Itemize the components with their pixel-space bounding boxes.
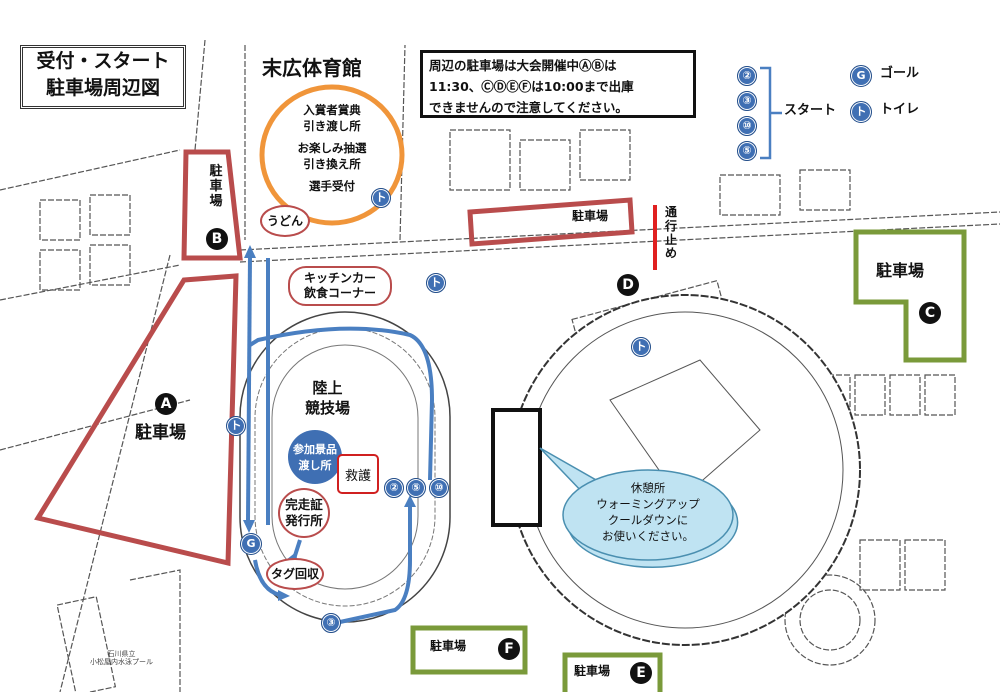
notice-line3: できませんので注意してください。	[429, 100, 628, 115]
rest-area-building	[491, 408, 542, 527]
start-2-marker: ②	[384, 478, 404, 498]
toilet-icon: ト	[371, 188, 391, 208]
service-lottery-2: 引き換え所	[303, 157, 361, 171]
parking-a-marker: A	[155, 393, 177, 415]
pool-line2: 小松屋内水泳プール	[90, 658, 153, 667]
parking-a-label: 駐車場	[135, 423, 186, 443]
parking-d-label: 駐車場	[572, 209, 609, 223]
service-lottery: お楽しみ抽選	[297, 141, 367, 155]
certificate-line2: 発行所	[285, 513, 323, 528]
service-reception: 選手受付	[309, 179, 355, 193]
title-line2: 駐車場周辺図	[45, 77, 160, 99]
parking-e-marker: E	[630, 662, 652, 684]
parking-notice: 周辺の駐車場は大会開催中ⒶⒷは 11:30、ⒸⒹⒺⒻは10:00まで出庫 できま…	[420, 50, 696, 118]
tag-return-booth: タグ回収	[266, 558, 324, 590]
service-awards: 入賞者賞典	[303, 103, 361, 117]
track-line2: 競技場	[305, 399, 351, 417]
pool-label: 石川県立 小松屋内水泳プール	[90, 650, 153, 666]
parking-f-label: 駐車場	[430, 639, 467, 653]
parking-c-label: 駐車場	[876, 261, 925, 280]
toilet-icon: ト	[426, 273, 446, 293]
legend-start-3-icon: ③	[737, 91, 757, 111]
parking-d-marker: D	[617, 274, 639, 296]
legend-goal-icon: G	[850, 65, 872, 87]
parking-b-marker: B	[206, 228, 228, 250]
start-3-marker: ③	[321, 613, 341, 633]
title-line1: 受付・スタート	[36, 50, 170, 72]
legend-toilet-label: トイレ	[880, 102, 920, 117]
legend-start-10-icon: ⑩	[737, 116, 757, 136]
parking-c-marker: C	[919, 302, 941, 324]
road-closed-label: 通行止め	[664, 205, 677, 261]
prize-line2: 渡し所	[298, 459, 332, 472]
legend-start-2-icon: ②	[737, 66, 757, 86]
certificate-line1: 完走証	[285, 497, 323, 513]
service-awards-2: 引き渡し所	[303, 119, 361, 133]
start-10-marker: ⑩	[429, 478, 449, 498]
start-5-marker: ⑤	[406, 478, 426, 498]
notice-line2: 11:30、ⒸⒹⒺⒻは10:00まで出庫	[429, 79, 634, 94]
gym-label: 末広体育館	[262, 56, 362, 80]
goal-marker: G	[240, 533, 262, 555]
legend-toilet-icon: ト	[850, 101, 872, 123]
prize-booth: 参加景品 渡し所	[288, 430, 342, 484]
rest-line1: 休憩所	[630, 481, 666, 495]
notice-line1: 周辺の駐車場は大会開催中ⒶⒷは	[429, 58, 617, 73]
legend-goal-label: ゴール	[880, 66, 920, 81]
parking-b-label: 駐車場	[209, 164, 223, 209]
udon-stall: うどん	[260, 205, 310, 237]
legend-start-label: スタート	[784, 103, 837, 118]
certificate-booth: 完走証 発行所	[278, 488, 330, 538]
kitchen-car-area: キッチンカー 飲食コーナー	[288, 266, 392, 306]
kitchen-car-line1: キッチンカー	[303, 271, 376, 285]
pool-line1: 石川県立	[107, 650, 136, 658]
rest-area-text: 休憩所 ウォーミングアップ クールダウンに お使いください。	[578, 480, 718, 544]
toilet-icon: ト	[631, 337, 651, 357]
parking-b-area	[181, 149, 243, 261]
gym-services: 入賞者賞典 引き渡し所 お楽しみ抽選 引き換え所 選手受付	[282, 102, 382, 194]
parking-d-area	[467, 197, 635, 247]
parking-a-area	[34, 273, 239, 567]
kitchen-car-line2: 飲食コーナー	[303, 286, 376, 300]
parking-e-label: 駐車場	[574, 664, 611, 678]
toilet-icon: ト	[226, 416, 246, 436]
legend-start-5-icon: ⑤	[737, 141, 757, 161]
parking-e-area	[562, 652, 663, 692]
prize-line1: 参加景品	[293, 443, 337, 456]
track-line1: 陸上	[312, 379, 343, 397]
track-label: 陸上 競技場	[305, 378, 350, 418]
rest-line2: ウォーミングアップ	[596, 497, 700, 511]
reception-ring	[259, 84, 405, 226]
map-title: 受付・スタート 駐車場周辺図	[20, 45, 186, 109]
rest-line3: クールダウンに	[607, 513, 689, 527]
rest-line4: お使いください。	[602, 529, 694, 543]
first-aid-station: 救護	[337, 454, 379, 494]
parking-f-marker: F	[498, 638, 520, 660]
parking-c-area	[853, 229, 967, 363]
rest-area-bubble	[562, 469, 734, 561]
